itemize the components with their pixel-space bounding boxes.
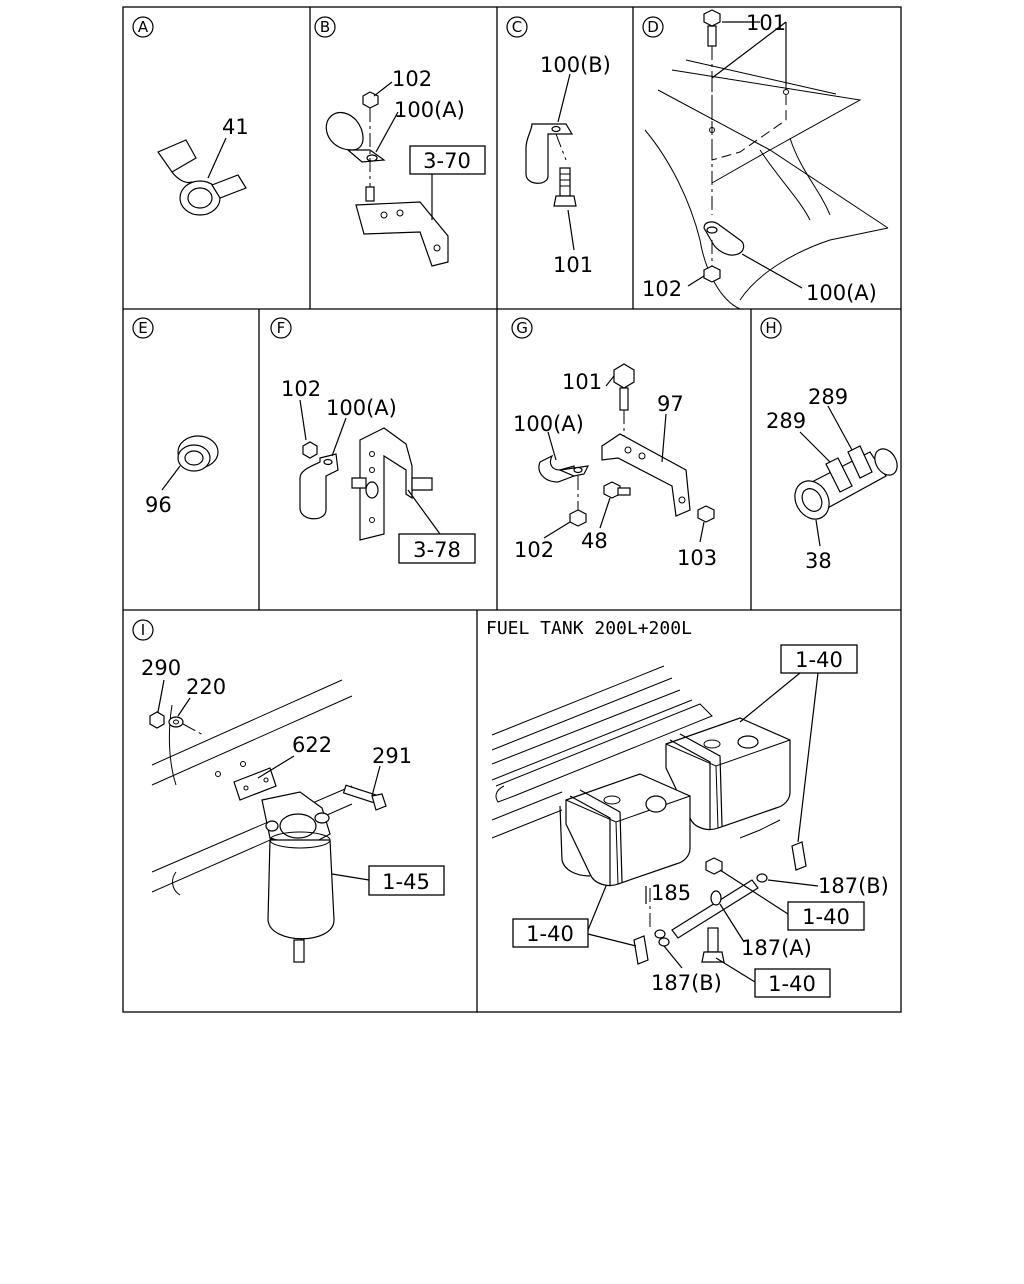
clip-100a-f [299, 453, 339, 520]
label-100b-c: 100(B) [540, 53, 611, 77]
nut-102-g [569, 509, 587, 527]
label-102-g: 102 [514, 538, 554, 562]
panel-b: B 102 100(A) 3-70 [314, 16, 486, 267]
panel-g-letter: G [516, 319, 528, 337]
panel-fuel-tank: FUEL TANK 200L+200L [486, 618, 889, 998]
nut-290 [149, 711, 165, 729]
label-101-d: 101 [746, 11, 786, 35]
label-100a-f: 100(A) [326, 396, 397, 420]
panel-i-letter: I [141, 621, 145, 639]
panel-c: C 100(B) 101 [506, 16, 611, 277]
panel-b-letter: B [320, 18, 330, 36]
panel-c-letter: C [512, 18, 522, 36]
label-187b-left: 187(B) [651, 971, 722, 995]
bolt-101-g [613, 363, 635, 411]
label-289-a: 289 [808, 385, 848, 409]
label-187a: 187(A) [741, 936, 812, 960]
label-100a-g: 100(A) [513, 412, 584, 436]
label-291: 291 [372, 744, 412, 768]
label-101-g: 101 [562, 370, 602, 394]
label-187b-right: 187(B) [818, 874, 889, 898]
label-102-f: 102 [281, 377, 321, 401]
label-38: 38 [805, 549, 832, 573]
hose-38 [794, 445, 898, 520]
fuel-tank-rear [665, 717, 791, 839]
plate-622 [233, 767, 277, 801]
nut-102-f [302, 441, 318, 459]
label-101-c: 101 [553, 253, 593, 277]
nut-103 [697, 505, 715, 523]
nut-102-d [703, 265, 721, 283]
bracket-97 [601, 433, 691, 517]
panel-f: F 102 100(A) 3-78 [270, 317, 476, 564]
label-290: 290 [141, 656, 181, 680]
fuel-tank-front [559, 773, 691, 887]
panel-h: H 289 289 38 [760, 317, 898, 573]
ref-1-45: 1-45 [382, 870, 430, 894]
bolt-48 [603, 481, 631, 499]
washer-220 [168, 716, 184, 728]
frame-rails-tank [491, 665, 713, 839]
panel-g: G 101 97 100 [511, 317, 717, 570]
frame-rail-i [151, 679, 353, 896]
bolt-101-d [703, 9, 721, 47]
panel-h-letter: H [765, 319, 776, 337]
ref-1-40-mid: 1-40 [802, 905, 850, 929]
ref-1-40-top: 1-40 [795, 648, 843, 672]
label-220: 220 [186, 675, 226, 699]
label-622: 622 [292, 733, 332, 757]
label-97: 97 [657, 392, 684, 416]
panel-d: D 101 102 [642, 9, 889, 310]
label-100a-b: 100(A) [394, 98, 465, 122]
label-103: 103 [677, 546, 717, 570]
fuel-filter [261, 791, 335, 963]
fuel-fittings [633, 841, 807, 965]
label-102-d: 102 [642, 277, 682, 301]
label-48: 48 [581, 529, 608, 553]
ref-1-40-bottom: 1-40 [768, 972, 816, 996]
label-102-b: 102 [392, 67, 432, 91]
panel-d-letter: D [647, 18, 659, 36]
panel-a: A 41 [132, 16, 249, 216]
clip-100a [325, 111, 386, 163]
fuel-tank-title: FUEL TANK 200L+200L [486, 618, 692, 639]
bracket-f [351, 427, 433, 541]
label-41: 41 [222, 115, 249, 139]
bolt-291 [342, 784, 387, 811]
label-100a-d: 100(A) [806, 281, 877, 305]
bracket-b [355, 186, 449, 267]
ref-3-70: 3-70 [423, 149, 471, 173]
label-185: 185 [651, 881, 691, 905]
panel-f-letter: F [277, 319, 286, 337]
panel-e-letter: E [138, 319, 147, 337]
clip-100b [525, 123, 574, 184]
clip-100a-d [703, 221, 745, 256]
label-96: 96 [145, 493, 172, 517]
hose-clamp-41 [157, 139, 247, 216]
bolt-101-c [553, 167, 577, 207]
clip-100a-g [538, 454, 590, 483]
grommet-96 [177, 435, 219, 472]
label-289-b: 289 [766, 409, 806, 433]
panel-a-letter: A [138, 18, 149, 36]
ref-1-40-left: 1-40 [526, 922, 574, 946]
panel-e: E 96 [132, 317, 219, 517]
ref-3-78: 3-78 [413, 538, 461, 562]
panel-i: I [132, 619, 445, 963]
frame-outline-d [644, 59, 889, 310]
diagram-frame [122, 6, 902, 1013]
